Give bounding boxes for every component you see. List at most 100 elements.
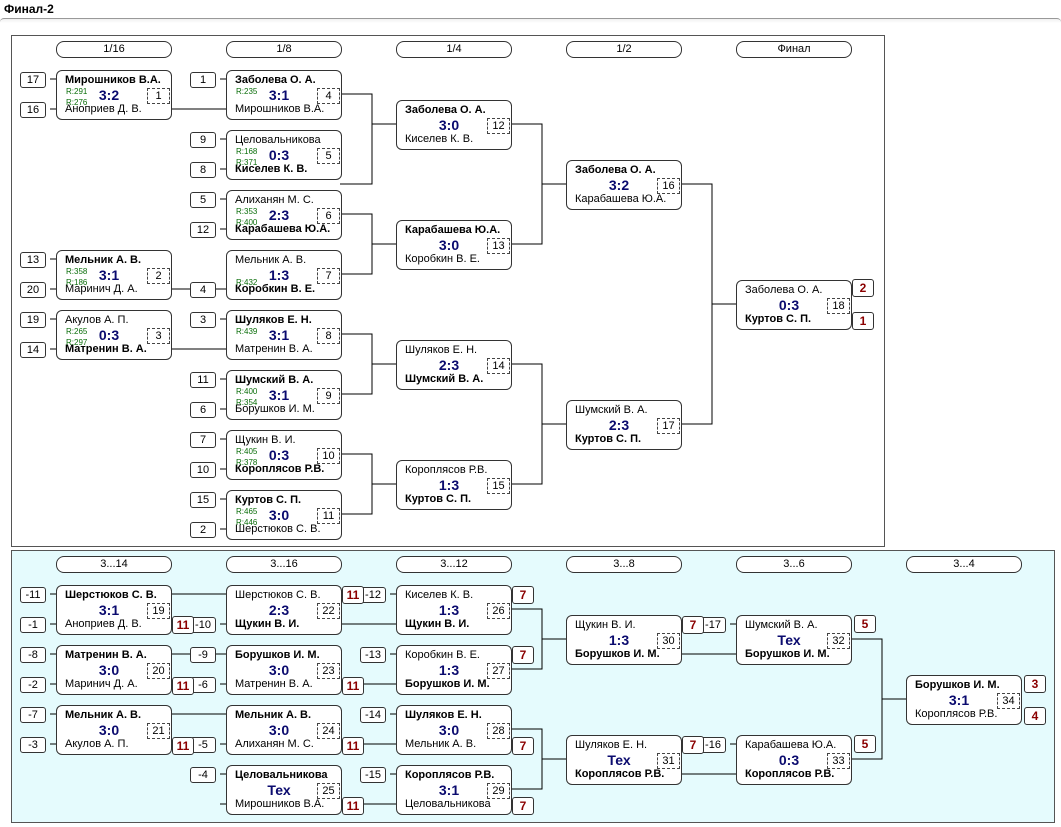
seed-box: 10 [190,462,216,478]
match-number: 19 [147,603,170,619]
place-badge: 3 [1024,675,1046,693]
player-1-name: Заболева О. А. [405,104,486,116]
player-2-name: Акулов А. П. [65,738,129,750]
seed-box: -7 [20,707,46,723]
match-score: 3:1 [948,692,970,708]
match-number: 10 [317,448,340,464]
player-2-name: Короплясов Р.В. [575,768,665,780]
player-1-name: Шерстюков С. В. [235,589,321,601]
player-1-name: Целовальникова [235,769,328,781]
player-1-name: Шумский В. А. [575,404,648,416]
round-header: 3...6 [736,556,852,573]
match-score: 1:3 [438,602,460,618]
place-badge: 11 [172,616,194,634]
match-number: 17 [657,418,680,434]
rating-1: R:235 [236,87,258,96]
player-2-name: Мирошников В.А. [235,103,325,115]
seed-box: 12 [190,222,216,238]
place-badge: 7 [512,737,534,755]
seed-box: 9 [190,132,216,148]
seed-box: -12 [360,587,386,603]
main-bracket-lines [50,78,736,530]
place-badge: 4 [1024,707,1046,725]
match-score: 0:3 [268,447,290,463]
seed-box: 3 [190,312,216,328]
player-1-name: Акулов А. П. [65,314,129,326]
match-score: 3:0 [438,237,460,253]
match-number: 15 [487,478,510,494]
match-score: 1:3 [438,477,460,493]
place-badge: 7 [682,736,704,754]
page-title: Финал-2 [4,2,54,16]
seed-box: 6 [190,402,216,418]
player-2-name: Карабашева Ю.А. [575,193,667,205]
rating-1: R:291 [66,87,88,96]
match-score: 1:3 [268,267,290,283]
player-2-name: Борушков И. М. [405,678,490,690]
rating-2: R:432 [236,278,258,287]
place-badge: 7 [512,586,534,604]
player-2-name: Маринич Д. А. [65,678,138,690]
rating-1: R:358 [66,267,88,276]
place-badge: 11 [342,737,364,755]
match-score: 2:3 [268,207,290,223]
match-score: 3:1 [268,387,290,403]
player-1-name: Шерстюков С. В. [65,589,157,601]
match-number: 23 [317,663,340,679]
player-1-name: Шуляков Е. Н. [575,739,648,751]
round-header: 3...4 [906,556,1022,573]
rating-2: R:446 [236,518,258,527]
player-2-name: Щукин В. И. [235,618,300,630]
match-number: 7 [317,268,340,284]
player-1-name: Киселев К. В. [405,589,474,601]
rating-1: R:405 [236,447,258,456]
player-2-name: Целовальникова [405,798,491,810]
seed-box: -14 [360,707,386,723]
round-header: 1/2 [566,41,682,58]
seed-box: -4 [190,767,216,783]
rating-2: R:400 [236,218,258,227]
player-1-name: Заболева О. А. [745,284,823,296]
place-badge: 7 [512,646,534,664]
rating-2: R:371 [236,158,258,167]
place-badge: 5 [854,735,876,753]
rating-2: R:276 [66,98,88,107]
player-2-name: Куртов С. П. [575,433,642,445]
match-score: 0:3 [778,297,800,313]
player-1-name: Мельник А. В. [235,709,312,721]
